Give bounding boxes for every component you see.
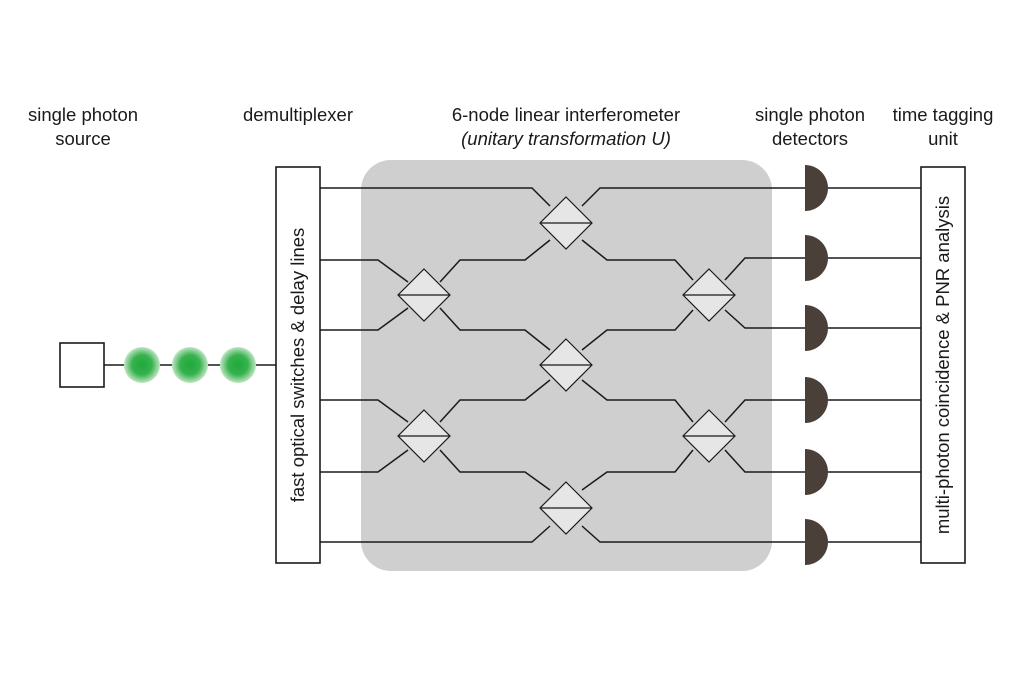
detector <box>805 165 828 211</box>
demultiplexer-box <box>275 166 321 564</box>
label-source-line2: source <box>55 128 111 149</box>
label-detectors-line2: detectors <box>772 128 848 149</box>
photon <box>172 347 208 383</box>
detector <box>805 449 828 495</box>
label-demultiplexer: demultiplexer <box>243 104 353 125</box>
label-ttu-line1: time tagging <box>893 104 994 125</box>
time-tagging-unit-box <box>920 166 966 564</box>
beam-splitter <box>682 409 736 463</box>
beam-splitter <box>397 268 451 322</box>
label-ttu-line2: unit <box>928 128 958 149</box>
detector <box>805 235 828 281</box>
beam-splitter <box>682 268 736 322</box>
beam-splitter <box>539 196 593 250</box>
label-source-line1: single photon <box>28 104 138 125</box>
photon-detectors <box>805 165 828 565</box>
beam-splitter <box>397 409 451 463</box>
label-interferometer-line1: 6-node linear interferometer <box>452 104 680 125</box>
beam-splitter <box>539 481 593 535</box>
demultiplexer-box-text: fast optical switches & delay lines <box>287 228 308 503</box>
detector <box>805 377 828 423</box>
photon <box>124 347 160 383</box>
single-photon-source <box>59 342 105 388</box>
waveguide-paths <box>320 187 805 543</box>
detector <box>805 305 828 351</box>
label-interferometer-line2: (unitary transformation U) <box>461 128 671 149</box>
photon <box>220 347 256 383</box>
time-tagging-unit-box-text: multi-photon coincidence & PNR analysis <box>932 196 953 534</box>
beam-splitter <box>539 338 593 392</box>
label-detectors-line1: single photon <box>755 104 865 125</box>
detector <box>805 519 828 565</box>
detector-output-lines <box>828 187 921 543</box>
